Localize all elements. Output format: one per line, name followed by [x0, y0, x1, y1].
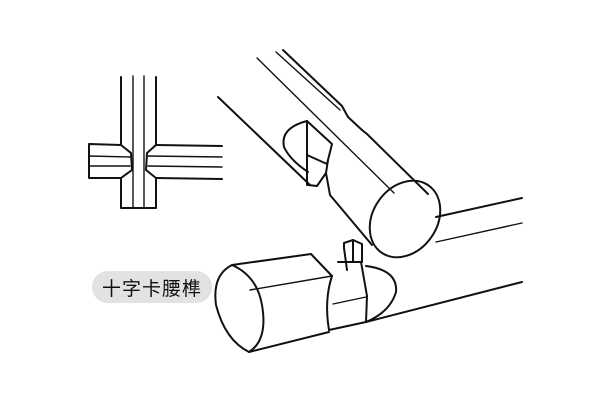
joint-name-label: 十字卡腰榫 — [92, 271, 213, 303]
joint-name-text: 十字卡腰榫 — [102, 277, 203, 300]
upper-member — [217, 49, 442, 259]
lower-member — [214, 197, 523, 353]
plan-view — [88, 75, 223, 209]
